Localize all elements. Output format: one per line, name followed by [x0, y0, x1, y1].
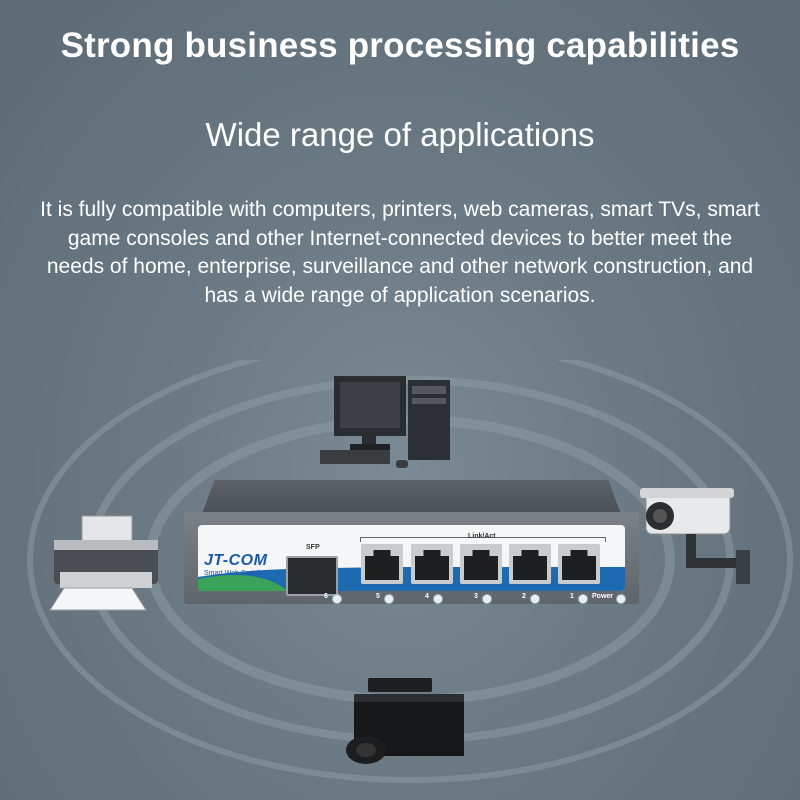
port-number: 2	[522, 593, 526, 600]
ethernet-port	[558, 544, 600, 584]
led-indicator	[530, 594, 540, 604]
port-number: 6	[324, 593, 328, 600]
ethernet-port	[509, 544, 551, 584]
printer-icon	[49, 515, 158, 611]
led-indicator	[482, 594, 492, 604]
ethernet-port	[361, 544, 403, 584]
link-bracket	[360, 537, 606, 542]
ethernet-port	[460, 544, 502, 584]
computer-icon	[320, 376, 450, 468]
headline: Strong business processing capabilities	[60, 26, 740, 65]
description-paragraph: It is fully compatible with computers, p…	[40, 198, 760, 307]
switch-top	[202, 480, 621, 514]
ethernet-port	[411, 544, 453, 584]
port-number: 1	[570, 593, 574, 600]
camera-icon	[640, 488, 750, 584]
sfp-port	[286, 556, 338, 596]
port-number: 4	[425, 593, 429, 600]
brand-subtitle: Smart Web Switch	[204, 570, 262, 577]
led-indicator	[332, 594, 342, 604]
led-indicator	[433, 594, 443, 604]
power-label: Power	[592, 593, 614, 600]
brand-logo: JT-COM	[204, 552, 268, 569]
console-icon	[346, 678, 464, 764]
sfp-label: SFP	[306, 544, 320, 551]
led-indicator	[578, 594, 588, 604]
led-indicator	[384, 594, 394, 604]
subtitle: Wide range of applications	[205, 116, 595, 153]
link-act-label: Link/Act	[468, 533, 496, 540]
power-led	[616, 594, 626, 604]
port-number: 5	[376, 593, 380, 600]
port-number: 3	[474, 593, 478, 600]
